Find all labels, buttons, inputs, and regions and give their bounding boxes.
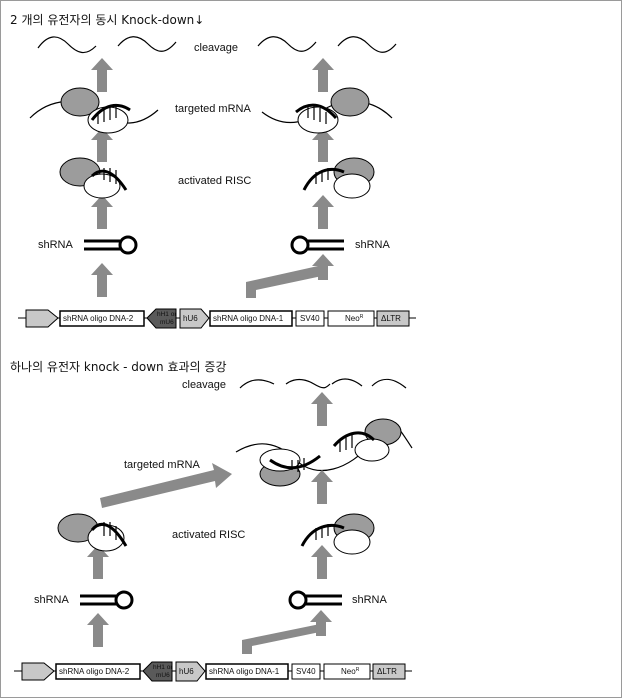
bottom-hu6: hU6 — [179, 667, 194, 676]
top-cleavage-fragments — [37, 36, 397, 54]
top-targeted-mrna-right — [261, 87, 393, 134]
top-h1-line1: hH1 or — [157, 311, 177, 318]
top-elbow-arrow — [246, 254, 334, 298]
bottom-targeted-mrna — [235, 418, 413, 487]
bottom-shrna-left — [78, 590, 134, 610]
top-shrna-left-label: shRNA — [38, 239, 74, 251]
bottom-shrna-left-label: shRNA — [34, 594, 70, 606]
top-neo: NeoR — [345, 314, 364, 323]
top-activated-label: activated RISC — [178, 175, 251, 187]
top-cleavage-label: cleavage — [194, 42, 238, 54]
bottom-cleavage-label: cleavage — [182, 379, 226, 391]
top-oligo2: shRNA oligo DNA-2 — [63, 314, 134, 323]
top-risc-right — [302, 157, 375, 199]
bottom-vector-construct — [14, 661, 412, 682]
top-sv40: SV40 — [300, 314, 320, 323]
bottom-oligo2: shRNA oligo DNA-2 — [59, 667, 130, 676]
bottom-heading: 하나의 유전자 knock - down 효과의 증강 — [10, 360, 226, 374]
bottom-oligo1: shRNA oligo DNA-1 — [209, 667, 280, 676]
bottom-activated-label: activated RISC — [172, 529, 245, 541]
top-ltr: ΔLTR — [381, 314, 401, 323]
bottom-h1-line1: hH1 or — [153, 664, 173, 671]
bottom-shrna-right-label: shRNA — [352, 594, 388, 606]
top-vector-construct — [18, 308, 416, 329]
top-oligo1: shRNA oligo DNA-1 — [213, 314, 284, 323]
top-shrna-right — [290, 235, 346, 255]
bottom-sv40: SV40 — [296, 667, 316, 676]
bottom-cleavage-fragments — [239, 378, 407, 389]
top-shrna-right-label: shRNA — [355, 239, 391, 251]
bottom-risc-left — [57, 513, 128, 552]
bottom-arrows — [87, 392, 333, 647]
top-h1-line2: mU6 — [160, 319, 174, 326]
bottom-elbow-arrow — [242, 610, 332, 654]
top-hu6: hU6 — [183, 314, 198, 323]
bottom-ltr: ΔLTR — [377, 667, 397, 676]
bottom-shrna-right — [288, 590, 344, 610]
top-targeted-mrna-left — [29, 87, 159, 134]
top-targeted-label: targeted mRNA — [175, 103, 251, 115]
bottom-h1-line2: mU6 — [156, 672, 170, 679]
bottom-diagonal-arrow — [100, 463, 232, 508]
top-risc-left — [59, 157, 128, 199]
top-heading: 2 개의 유전자의 동시 Knock-down↓ — [10, 13, 204, 27]
bottom-risc-right — [300, 513, 375, 555]
bottom-neo: NeoR — [341, 667, 360, 676]
top-shrna-left — [82, 235, 138, 255]
bottom-targeted-label: targeted mRNA — [124, 459, 200, 471]
